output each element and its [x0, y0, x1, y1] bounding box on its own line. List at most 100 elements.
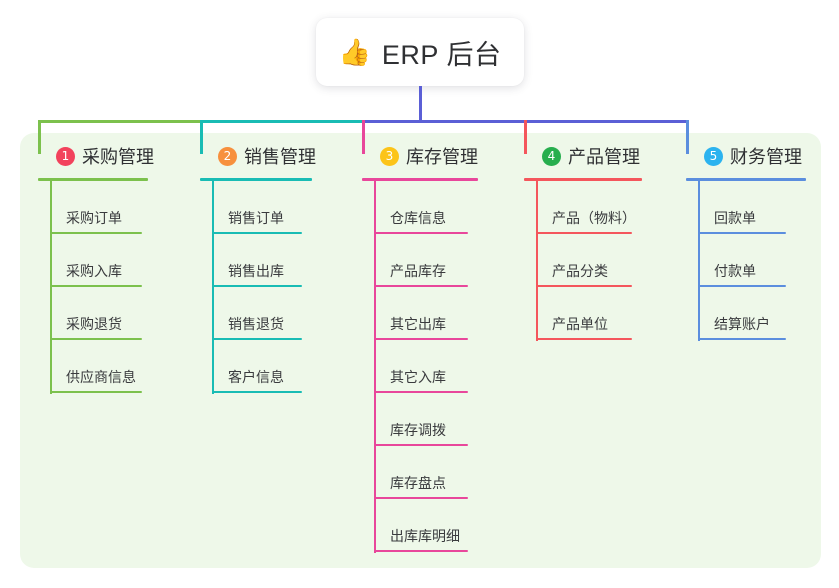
root-title: ERP 后台: [381, 39, 502, 70]
connector-root-stem: [419, 86, 422, 123]
branch-header-1[interactable]: 1 采购管理: [38, 143, 154, 169]
branch-title-1: 采购管理: [82, 147, 154, 167]
branch-rule-1: [38, 178, 148, 181]
branch-header-4[interactable]: 4 产品管理: [524, 143, 640, 169]
leaf-label: 供应商信息: [66, 369, 136, 385]
leaf-label: 采购订单: [66, 210, 122, 226]
leaf-item[interactable]: 仓库信息: [374, 210, 468, 234]
branch-2[interactable]: 2 销售管理: [200, 143, 316, 169]
leaf-item[interactable]: 回款单: [698, 210, 786, 234]
leaf-item[interactable]: 库存盘点: [374, 475, 468, 499]
leaf-item[interactable]: 销售出库: [212, 263, 302, 287]
leaf-label: 销售出库: [228, 263, 284, 279]
branch-spine-5: [698, 181, 700, 341]
leaf-rule: [212, 338, 302, 340]
leaf-item[interactable]: 销售退货: [212, 316, 302, 340]
leaf-item[interactable]: 客户信息: [212, 369, 302, 393]
leaf-item[interactable]: 产品分类: [536, 263, 632, 287]
leaf-item[interactable]: 采购退货: [50, 316, 142, 340]
branch-4[interactable]: 4 产品管理: [524, 143, 640, 169]
connector-bar-segment-3: [362, 120, 527, 123]
leaf-label: 产品单位: [552, 316, 608, 332]
connector-drop-4: [524, 120, 527, 154]
root-node-content: 👍 ERP 后台: [339, 33, 502, 72]
leaf-label: 付款单: [714, 263, 756, 279]
leaf-item[interactable]: 供应商信息: [50, 369, 142, 393]
leaf-rule: [374, 285, 468, 287]
leaf-label: 产品（物料）: [552, 210, 636, 226]
leaf-item[interactable]: 采购订单: [50, 210, 142, 234]
connector-drop-1: [38, 120, 41, 154]
connector-bar-segment-4: [524, 120, 689, 123]
leaf-rule: [212, 391, 302, 393]
leaf-item[interactable]: 采购入库: [50, 263, 142, 287]
branch-badge-1: 1: [56, 146, 75, 166]
leaf-label: 其它入库: [390, 369, 446, 385]
leaf-rule: [50, 285, 142, 287]
leaf-label: 仓库信息: [390, 210, 446, 226]
leaf-rule: [374, 338, 468, 340]
leaf-item[interactable]: 结算账户: [698, 316, 786, 340]
leaf-rule: [374, 232, 468, 234]
leaf-rule: [212, 285, 302, 287]
leaf-label: 销售订单: [228, 210, 284, 226]
leaf-rule: [212, 232, 302, 234]
connector-drop-5: [686, 120, 689, 154]
root-node[interactable]: 👍 ERP 后台: [316, 18, 524, 86]
leaf-rule: [698, 285, 786, 287]
connector-drop-2: [200, 120, 203, 154]
leaf-rule: [50, 232, 142, 234]
leaf-rule: [374, 444, 468, 446]
thumbs-up-icon: 👍: [338, 37, 371, 67]
branch-rule-5: [686, 178, 806, 181]
leaf-label: 销售退货: [228, 316, 284, 332]
leaf-rule: [374, 391, 468, 393]
branch-spine-3: [374, 181, 376, 553]
leaf-rule: [536, 232, 632, 234]
leaf-label: 结算账户: [714, 316, 770, 332]
leaf-rule: [698, 232, 786, 234]
branch-badge-2: 2: [218, 146, 237, 166]
leaf-label: 产品库存: [390, 263, 446, 279]
connector-bar-segment-1: [38, 120, 203, 123]
diagram-panel: [20, 133, 821, 568]
branch-badge-3: 3: [380, 146, 399, 166]
branch-title-5: 财务管理: [730, 147, 802, 167]
branch-1[interactable]: 1 采购管理: [38, 143, 154, 169]
branch-title-4: 产品管理: [568, 147, 640, 167]
leaf-label: 库存调拨: [390, 422, 446, 438]
branch-rule-3: [362, 178, 478, 181]
leaf-label: 采购退货: [66, 316, 122, 332]
leaf-label: 其它出库: [390, 316, 446, 332]
leaf-label: 回款单: [714, 210, 756, 226]
branch-rule-4: [524, 178, 642, 181]
branch-title-2: 销售管理: [244, 147, 316, 167]
branch-header-3[interactable]: 3 库存管理: [362, 143, 478, 169]
leaf-item[interactable]: 产品（物料）: [536, 210, 636, 234]
leaf-item[interactable]: 产品库存: [374, 263, 468, 287]
leaf-rule: [536, 285, 632, 287]
leaf-label: 客户信息: [228, 369, 284, 385]
leaf-item[interactable]: 其它入库: [374, 369, 468, 393]
branch-spine-2: [212, 181, 214, 394]
leaf-item[interactable]: 付款单: [698, 263, 786, 287]
leaf-item[interactable]: 出库库明细: [374, 528, 468, 552]
leaf-item[interactable]: 其它出库: [374, 316, 468, 340]
branch-badge-4: 4: [542, 146, 561, 166]
leaf-rule: [374, 497, 468, 499]
leaf-item[interactable]: 库存调拨: [374, 422, 468, 446]
leaf-item[interactable]: 产品单位: [536, 316, 632, 340]
leaf-label: 采购入库: [66, 263, 122, 279]
leaf-label: 出库库明细: [390, 528, 460, 544]
leaf-rule: [50, 338, 142, 340]
leaf-label: 产品分类: [552, 263, 608, 279]
branch-3[interactable]: 3 库存管理: [362, 143, 478, 169]
leaf-item[interactable]: 销售订单: [212, 210, 302, 234]
branch-title-3: 库存管理: [406, 147, 478, 167]
leaf-rule: [536, 338, 632, 340]
branch-rule-2: [200, 178, 312, 181]
branch-header-2[interactable]: 2 销售管理: [200, 143, 316, 169]
